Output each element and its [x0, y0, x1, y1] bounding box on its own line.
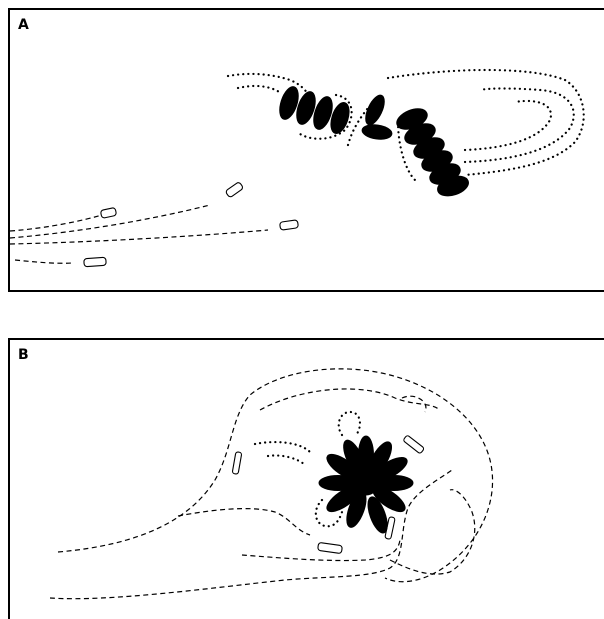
trajectory-line	[260, 389, 440, 410]
trajectory-line	[15, 260, 72, 263]
free-cell	[84, 257, 107, 267]
panel-b: B	[8, 338, 604, 619]
free-cell	[280, 220, 299, 230]
dotted-trail	[268, 455, 304, 464]
dotted-trail	[465, 89, 574, 163]
panel-b-drawing	[10, 340, 604, 619]
free-cell	[225, 182, 244, 198]
free-cell	[403, 435, 425, 454]
panel-a-drawing	[10, 10, 604, 292]
aggregating-cell	[361, 123, 393, 141]
dotted-trail	[339, 412, 360, 435]
dotted-trail	[465, 101, 551, 150]
cell-aggregate-rosette	[319, 436, 413, 535]
trajectory-line	[10, 230, 268, 244]
panel-a: A	[8, 8, 604, 292]
dotted-trail	[238, 86, 282, 94]
trajectory-line	[402, 396, 426, 412]
free-cell	[100, 207, 116, 218]
dotted-trail	[255, 442, 310, 452]
trajectory-line	[58, 369, 493, 582]
free-cell	[318, 542, 343, 553]
aggregate-core	[354, 471, 378, 495]
aggregating-cell	[362, 93, 388, 128]
free-cell	[232, 452, 242, 475]
trajectory-line	[178, 509, 310, 535]
